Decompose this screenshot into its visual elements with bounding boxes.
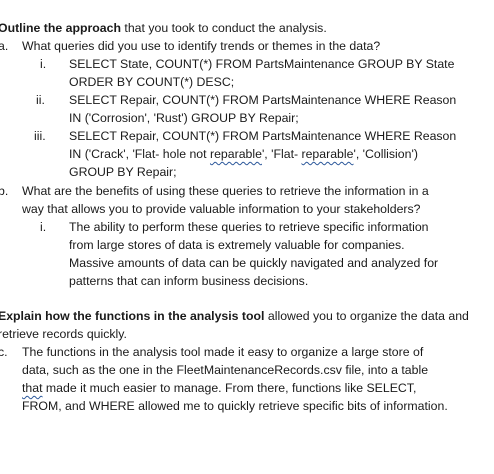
section-heading-functions: Explain how the functions in the analysi… [0,308,469,325]
list-marker-a-iii: iii. [34,129,46,143]
answer-c-text-part: made it much easier to manage. From ther… [42,381,417,395]
query-3-line-2: IN ('Crack', 'Flat- hole not reparable',… [69,146,418,163]
answer-c-line-3: that made it much easier to manage. From… [22,380,416,397]
list-marker-a-ii: ii. [36,93,45,107]
query-3-text-part: ', 'Collision') [353,147,418,161]
answer-c-line-2: data, such as the one in the FleetMainte… [22,363,429,377]
query-3-text-part: ', 'Flat- [261,147,302,161]
spelling-flag-word[interactable]: that [22,381,43,395]
question-b-line-2: way that allows you to provide valuable … [22,202,421,216]
list-marker-a-i: i. [40,57,47,71]
section-heading-approach: Outline the approach that you took to co… [0,20,327,37]
question-a-text: What queries did you use to identify tre… [22,39,381,53]
query-1-line-1: SELECT State, COUNT(*) FROM PartsMainten… [69,57,455,71]
query-1-line-2: ORDER BY COUNT(*) DESC; [69,75,235,89]
spelling-flag-word[interactable]: reparable [301,147,354,161]
query-2-line-1: SELECT Repair, COUNT(*) FROM PartsMainte… [69,93,457,107]
list-marker-b-i: i. [40,220,47,234]
heading-rest-text: that you took to conduct the analysis. [120,21,327,35]
list-marker-b: b. [0,184,9,198]
heading-bold-text: Explain how the functions in the analysi… [0,309,265,323]
query-2-line-2: IN ('Corrosion', 'Rust') GROUP BY Repair… [69,111,299,125]
list-marker-a: a. [0,39,9,53]
heading-rest-text: allowed you to organize the data and [264,309,469,323]
question-b-line-1: What are the benefits of using these que… [22,184,429,198]
answer-b-line-1: The ability to perform these queries to … [69,220,429,234]
query-3-text-part: IN ('Crack', 'Flat- hole not [69,147,210,161]
list-marker-c: c. [0,345,8,359]
spelling-flag-word[interactable]: reparable [209,147,262,161]
section-heading-functions-line-2: retrieve records quickly. [0,327,127,341]
answer-c-line-1: The functions in the analysis tool made … [22,345,424,359]
answer-b-line-2: from large stores of data is extremely v… [69,238,405,252]
query-3-line-3: GROUP BY Repair; [69,165,177,179]
query-3-line-1: SELECT Repair, COUNT(*) FROM PartsMainte… [69,129,457,143]
answer-c-line-4: FROM, and WHERE allowed me to quickly re… [22,399,448,413]
heading-bold-text: Outline the approach [0,21,121,35]
answer-b-line-3: Massive amounts of data can be quickly n… [69,256,439,270]
answer-b-line-4: patterns that can inform business decisi… [69,274,309,288]
